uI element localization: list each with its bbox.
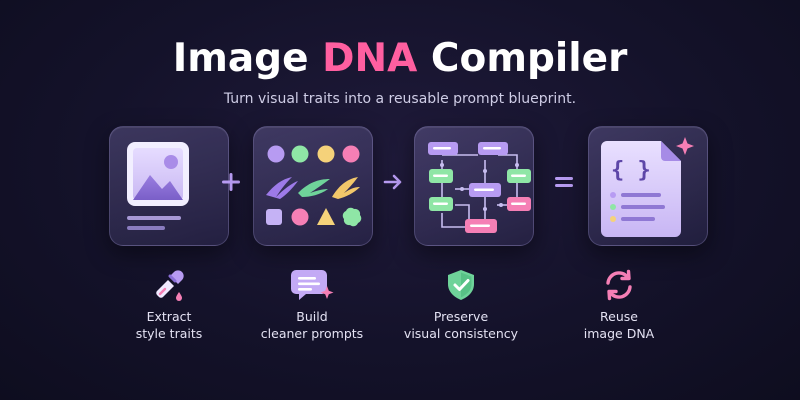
feature-build: Build cleaner prompts — [237, 268, 387, 342]
feature-preserve-line1: Preserve — [433, 309, 489, 324]
feature-preserve-label: Preserve visual consistency — [386, 308, 536, 342]
equals-icon — [555, 177, 573, 187]
flowchart-card — [414, 126, 534, 246]
feature-extract-label: Extract style traits — [94, 308, 244, 342]
feature-reuse-line1: Reuse — [600, 309, 638, 324]
feature-build-line1: Build — [296, 309, 328, 324]
page-title: Image DNA Compiler — [0, 36, 800, 81]
image-icon — [127, 142, 189, 230]
page-subtitle: Turn visual traits into a reusable promp… — [223, 91, 577, 107]
eyedropper-icon — [156, 270, 184, 301]
arrow-right-icon — [383, 174, 402, 190]
refresh-icon — [606, 269, 632, 301]
palette-icon — [266, 145, 362, 227]
title-part-1: Image — [172, 36, 323, 81]
sparkle-icon — [676, 137, 694, 155]
feature-preserve: Preserve visual consistency — [386, 268, 536, 342]
title-accent: DNA — [322, 36, 418, 81]
feature-build-label: Build cleaner prompts — [237, 308, 387, 342]
feature-preserve-line2: visual consistency — [403, 326, 519, 341]
code-document-icon: { } — [601, 137, 694, 237]
shield-check-icon — [448, 270, 474, 300]
chat-sparkle-icon — [291, 270, 334, 300]
title-part-2: Compiler — [417, 36, 628, 81]
feature-reuse-label: Reuse image DNA — [544, 308, 694, 342]
feature-reuse-line2: image DNA — [583, 326, 655, 341]
feature-extract: Extract style traits — [94, 268, 244, 342]
feature-reuse: Reuse image DNA — [544, 268, 694, 342]
image-card — [109, 126, 229, 246]
code-document-card: { } — [588, 126, 708, 246]
feature-extract-line2: style traits — [135, 326, 203, 341]
plus-icon — [222, 173, 240, 191]
braces-glyph: { } — [611, 158, 651, 183]
palette-card — [253, 126, 373, 246]
flowchart-icon — [428, 142, 531, 233]
feature-build-line2: cleaner prompts — [260, 326, 364, 341]
feature-extract-line1: Extract — [146, 309, 192, 324]
